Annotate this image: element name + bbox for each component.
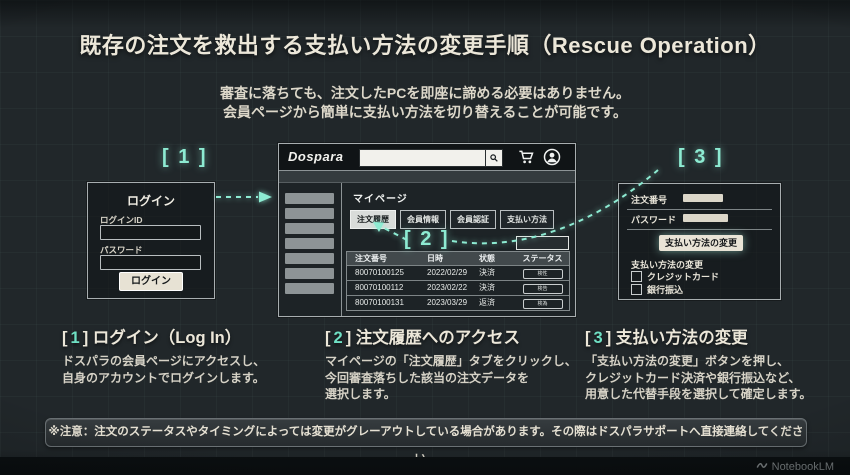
sidebar-menu-placeholder[interactable] <box>285 193 334 204</box>
order-number: 80070100125 <box>355 268 404 277</box>
cart-icon[interactable] <box>517 148 536 166</box>
sidebar-menu-placeholder[interactable] <box>285 268 334 279</box>
notebooklm-logo-icon <box>756 459 768 474</box>
tab-order-history[interactable]: 注文履歴 <box>350 210 396 229</box>
notebooklm-watermark: NotebookLM <box>756 459 834 474</box>
password-input[interactable] <box>100 255 201 270</box>
password-label: パスワード <box>631 215 677 225</box>
order-state: 返済 <box>479 298 495 307</box>
step-2-body: マイページの「注文履歴」タブをクリックし、 今回審査落ちした該当の注文データを … <box>325 354 577 401</box>
order-status-button[interactable]: 検性 <box>522 269 563 279</box>
search-box <box>359 149 503 168</box>
table-row[interactable]: 80070100131 2023/03/29 返済 検為 <box>347 295 569 310</box>
order-filter-input[interactable] <box>516 236 569 250</box>
search-icon[interactable] <box>485 150 502 166</box>
site-sidebar <box>279 183 342 316</box>
divider <box>627 209 772 210</box>
step-1-heading: [1] ログイン（Log In） <box>62 329 242 347</box>
sidebar-menu-placeholder[interactable] <box>285 238 334 249</box>
site-nav-bar <box>279 171 575 183</box>
order-date: 2023/03/29 <box>427 298 468 307</box>
order-date: 2023/02/22 <box>427 283 468 292</box>
sidebar-menu-placeholder[interactable] <box>285 283 334 294</box>
mypage-title: マイページ <box>353 194 408 205</box>
credit-card-checkbox[interactable] <box>631 271 642 282</box>
tab-payment-method[interactable]: 支払い方法 <box>500 210 554 229</box>
step-description-3: [3] 支払い方法の変更 「支払い方法の変更」ボタンを押し、 クレジットカード決… <box>585 324 845 403</box>
password-value-bar <box>683 214 728 222</box>
step-description-2: [2] 注文履歴へのアクセス マイページの「注文履歴」タブをクリックし、 今回審… <box>325 324 581 403</box>
login-panel-title: ログイン <box>126 194 175 208</box>
payment-change-panel: 注文番号 パスワード 支払い方法の変更 支払い方法の変更 クレジットカード 銀行… <box>618 183 781 300</box>
caution-note: ※注意：注文のステータスやタイミングによっては変更がグレーアウトしている場合があ… <box>45 418 807 465</box>
col-order-number: 注文番号 <box>355 254 387 263</box>
login-button[interactable]: ログイン <box>119 272 183 291</box>
sidebar-menu-placeholder[interactable] <box>285 253 334 264</box>
order-number: 80070100112 <box>355 283 404 292</box>
bank-transfer-checkbox[interactable] <box>631 284 642 295</box>
step-3-heading: [3] 支払い方法の変更 <box>585 329 748 347</box>
step-1-body: ドスパラの会員ページにアクセスし、 自身のアカウントでログインします。 <box>62 354 266 385</box>
col-state: 状態 <box>479 254 495 263</box>
order-status-button[interactable]: 検告 <box>522 284 563 294</box>
bottom-letterbox-band <box>0 457 850 475</box>
col-date: 日時 <box>427 254 443 263</box>
option-credit-card: クレジットカード <box>631 270 719 283</box>
step-2-heading: [2] 注文履歴へのアクセス <box>325 329 520 347</box>
change-payment-button[interactable]: 支払い方法の変更 <box>659 235 743 251</box>
search-input[interactable] <box>360 150 485 168</box>
credit-card-label: クレジットカード <box>647 272 720 282</box>
user-account-icon[interactable] <box>543 148 561 166</box>
step-badge-2: [ 2 ] <box>404 228 450 250</box>
subtitle-line-2: 会員ページから簡単に支払い方法を切り替えることが可能です。 <box>223 104 627 120</box>
order-table: 注文番号 日時 状態 ステータス 80070100125 2022/02/29 … <box>346 251 570 311</box>
table-row[interactable]: 80070100112 2023/02/22 決済 検告 <box>347 280 569 295</box>
step-3-body: 「支払い方法の変更」ボタンを押し、 クレジットカード決済や銀行振込など、 用意し… <box>585 354 812 401</box>
option-bank-transfer: 銀行振込 <box>631 283 683 296</box>
subtitle-line-1: 審査に落ちても、注文したPCを即座に諦める必要はありません。 <box>220 85 630 101</box>
page-subtitle: 審査に落ちても、注文したPCを即座に諦める必要はありません。 会員ページから簡単… <box>0 84 850 122</box>
step-badge-1: [ 1 ] <box>162 146 208 168</box>
sidebar-menu-placeholder[interactable] <box>285 208 334 219</box>
step-badge-3: [ 3 ] <box>678 146 724 168</box>
order-status-button[interactable]: 検為 <box>522 299 563 309</box>
tab-member-info[interactable]: 会員情報 <box>400 210 446 229</box>
order-state: 決済 <box>479 268 495 277</box>
step-description-1: [1] ログイン（Log In） ドスパラの会員ページにアクセスし、 自身のアカ… <box>62 324 318 386</box>
col-status: ステータス <box>522 254 563 263</box>
page-title: 既存の注文を救出する支払い方法の変更手順（Rescue Operation） <box>79 33 771 58</box>
site-header: Dospara <box>279 144 575 171</box>
login-id-input[interactable] <box>100 225 201 240</box>
login-panel: ログイン ログインID パスワード ログイン <box>87 182 215 299</box>
order-table-header: 注文番号 日時 状態 ステータス <box>347 252 569 265</box>
mypage-tabs: 注文履歴 会員情報 会員認証 支払い方法 <box>350 210 554 229</box>
order-state: 決済 <box>479 283 495 292</box>
divider <box>627 229 772 230</box>
sidebar-menu-placeholder[interactable] <box>285 223 334 234</box>
order-number-label: 注文番号 <box>631 195 668 205</box>
notebooklm-label: NotebookLM <box>771 460 834 473</box>
tab-member-auth[interactable]: 会員認証 <box>450 210 496 229</box>
order-number: 80070100131 <box>355 298 404 307</box>
table-row[interactable]: 80070100125 2022/02/29 決済 検性 <box>347 265 569 280</box>
order-number-value-bar <box>683 194 723 202</box>
order-date: 2022/02/29 <box>427 268 468 277</box>
bank-transfer-label: 銀行振込 <box>647 285 684 295</box>
dospara-logo: Dospara <box>288 149 344 164</box>
